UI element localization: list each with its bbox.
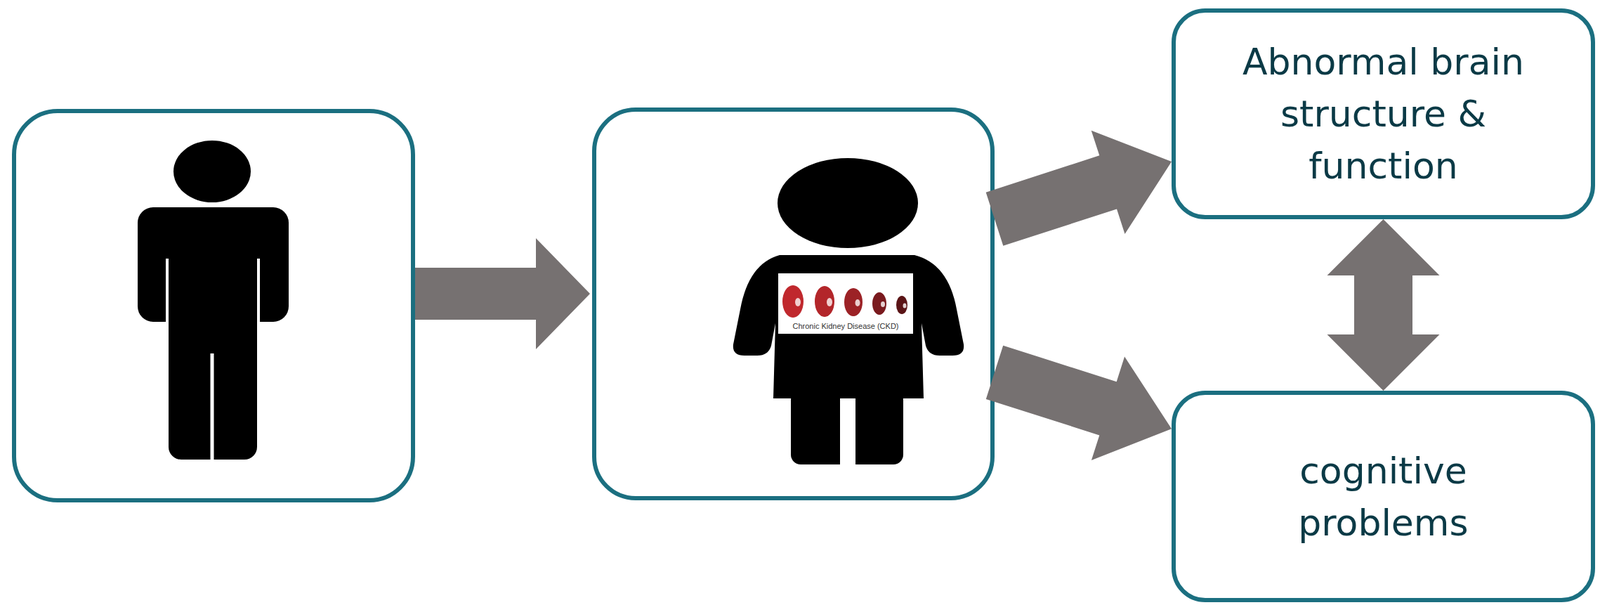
- person-dress: [733, 254, 964, 399]
- arm-gap: [257, 258, 260, 325]
- kidney-hilum: [795, 297, 801, 307]
- box-label: cognitive problems: [1215, 444, 1553, 549]
- process-box: cognitive problems: [1171, 390, 1596, 602]
- box-label: Abnormal brain structure & function: [1215, 35, 1553, 192]
- process-box: Abnormal brain structure & function: [1171, 8, 1596, 220]
- block-arrow: [415, 238, 590, 350]
- block-arrow: [1327, 219, 1440, 391]
- kidney-hilum: [880, 301, 885, 307]
- block-arrow: [986, 130, 1172, 246]
- kidney-icon: [844, 287, 863, 317]
- person-head: [173, 140, 251, 203]
- leg-gap: [210, 353, 215, 464]
- picture-caption: Chronic Kidney Disease (CKD): [774, 320, 918, 331]
- person-head: [777, 158, 918, 248]
- kidney-icon: [872, 292, 887, 315]
- kidney-icon: [782, 285, 804, 318]
- leg-gap: [840, 398, 856, 469]
- illustration-box: Chronic Kidney Disease (CKD): [592, 107, 995, 501]
- kidney-icon: [814, 285, 835, 317]
- kidney-icon: [896, 295, 908, 314]
- block-arrow: [986, 345, 1172, 461]
- kidney-hilum: [855, 299, 861, 307]
- arm-gap: [165, 258, 169, 325]
- person-box: [14, 110, 413, 501]
- kidney-hilum: [903, 303, 907, 309]
- kidney-hilum: [826, 297, 833, 307]
